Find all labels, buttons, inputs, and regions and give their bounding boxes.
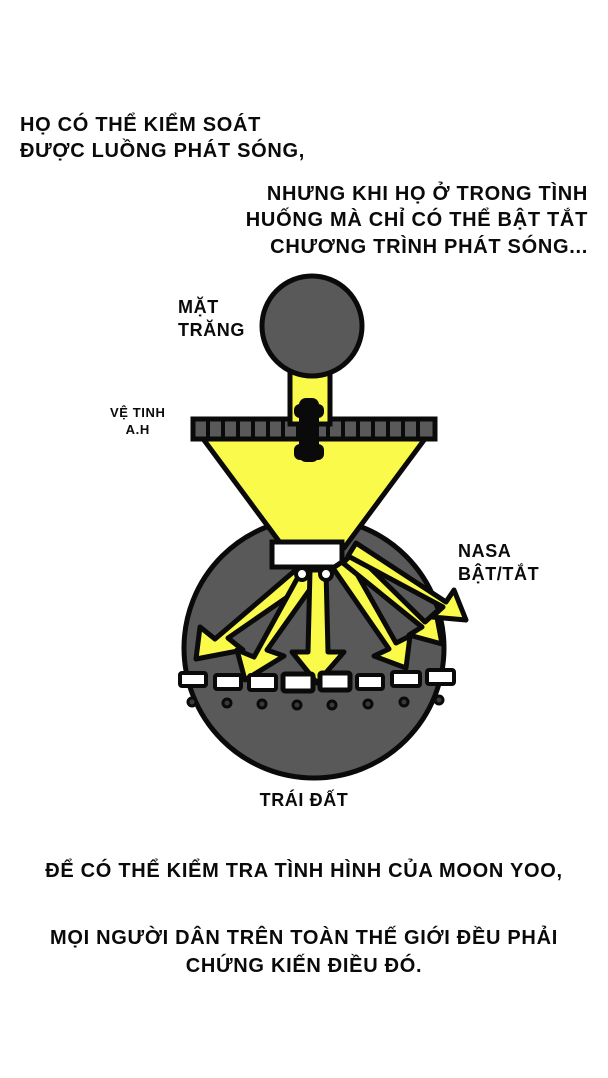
dish-rim-segments xyxy=(206,419,420,439)
satellite-dish-body xyxy=(195,429,433,551)
caption-bottom-first: ĐỂ CÓ THỂ KIỂM TRA TÌNH HÌNH CỦA MOON YO… xyxy=(45,860,563,882)
label-satellite: VỆ TINH A.H xyxy=(110,405,166,438)
viewer-dot xyxy=(221,697,233,709)
broadcast-rays xyxy=(193,540,469,686)
label-moon: MẶT TRĂNG xyxy=(178,297,245,341)
ray-arrow-3 xyxy=(289,567,347,686)
viewer-dot xyxy=(433,694,445,706)
moon-link-beam xyxy=(287,365,333,427)
viewer-dot xyxy=(256,698,268,710)
dish-feed-bolt xyxy=(294,398,324,462)
shutter-box xyxy=(269,539,345,570)
label-earth: TRÁI ĐẤT xyxy=(259,790,349,810)
viewer-dot xyxy=(291,699,303,711)
tv-screen xyxy=(280,671,316,694)
tv-screen-row xyxy=(178,668,456,694)
dish-rim-bar xyxy=(190,416,438,442)
tv-screen xyxy=(317,670,353,693)
earth-sphere xyxy=(181,515,447,781)
ray-arrow-6 xyxy=(345,540,469,623)
beam-column xyxy=(269,427,359,551)
caption-top-right: NHƯNG KHI HỌ Ở TRONG TÌNH HUỐNG MÀ CHỈ C… xyxy=(245,183,588,258)
moon-sphere xyxy=(259,273,365,379)
ray-arrow-2 xyxy=(234,565,321,683)
tv-screen xyxy=(247,673,278,692)
caption-bottom-second: MỌI NGƯỜI DÂN TRÊN TOÀN THẾ GIỚI ĐỀU PHẢ… xyxy=(50,927,558,977)
viewer-dot xyxy=(362,698,374,710)
caption-top-left: HỌ CÓ THỂ KIỂM SOÁT ĐƯỢC LUỒNG PHÁT SÓNG… xyxy=(20,114,306,163)
tv-screen xyxy=(425,668,456,686)
indicator-light-1 xyxy=(294,566,310,582)
viewer-dot xyxy=(398,696,410,708)
ray-arrow-4 xyxy=(330,555,413,671)
tv-screen xyxy=(390,670,422,688)
label-nasa-switch: NASA BẬT/TẮT xyxy=(458,541,540,585)
tv-screen xyxy=(213,673,243,691)
indicator-light-2 xyxy=(318,566,334,582)
viewer-dot xyxy=(186,696,198,708)
ray-arrow-5 xyxy=(340,549,445,647)
viewer-dot-row xyxy=(186,694,445,711)
ray-arrow-1 xyxy=(193,565,315,662)
viewer-dot xyxy=(326,699,338,711)
tv-screen xyxy=(178,671,208,688)
tv-screen xyxy=(355,673,385,691)
